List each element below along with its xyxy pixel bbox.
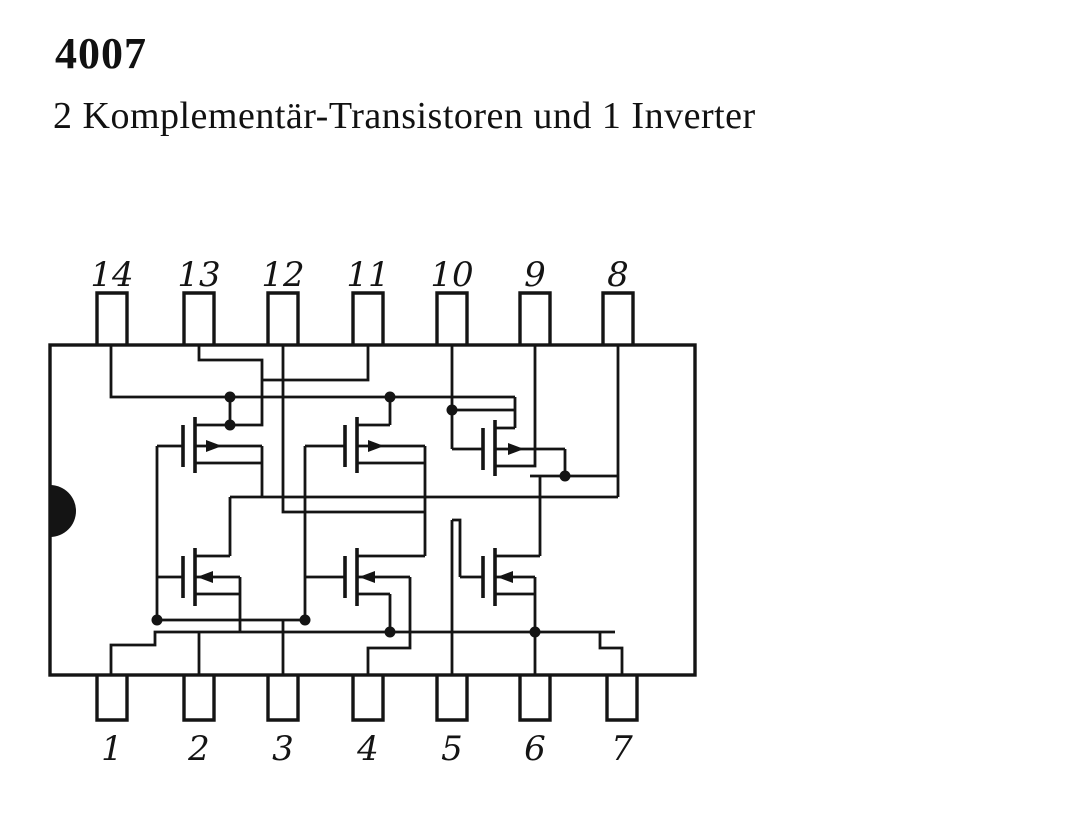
pin-label-2: 2 [187, 729, 210, 769]
page-title: 2 Komplementär-Transistoren und 1 Invert… [53, 95, 756, 137]
pin10-wire [450, 345, 515, 451]
pin11-wire [262, 345, 370, 382]
pin-7 [605, 675, 639, 722]
pin-10 [435, 291, 469, 345]
junction-dot [224, 419, 236, 431]
pin-12 [266, 291, 300, 345]
bottom-pins [95, 675, 639, 722]
junction-dot [299, 614, 311, 626]
pin-label-14: 14 [90, 255, 133, 295]
junction-dot [224, 391, 236, 403]
pin13-wire [197, 345, 264, 427]
wire [195, 397, 232, 427]
pin-4 [351, 675, 385, 722]
pin4-wire [357, 575, 412, 675]
wire [495, 447, 567, 476]
wire [357, 592, 392, 632]
pmos-3-arrow-icon [508, 443, 524, 455]
junction-dot [384, 626, 396, 638]
pin-label-4: 4 [356, 729, 379, 769]
nmos-2-arrow-icon [359, 571, 375, 583]
pin-8 [601, 291, 635, 345]
pin-label-3: 3 [272, 729, 294, 769]
pin-3 [266, 675, 300, 722]
wire [195, 575, 242, 632]
vss-bus-wire [109, 630, 615, 675]
top-pins [95, 291, 635, 345]
pin-label-9: 9 [524, 255, 546, 295]
pmos-2-arrow-icon [368, 440, 384, 452]
pin-label-12: 12 [261, 255, 304, 295]
pin-label-8: 8 [607, 255, 629, 295]
gate-bus-2-wire [157, 444, 345, 675]
bottom-pin-labels: 1 2 3 4 5 6 7 [101, 729, 633, 769]
pin-label-6: 6 [524, 729, 546, 769]
pin-11 [351, 291, 385, 345]
junction-dot [151, 614, 163, 626]
wire [495, 575, 537, 632]
junction-dot [384, 391, 396, 403]
nmos-3-arrow-icon [497, 571, 513, 583]
pin9-wire [495, 345, 537, 468]
pin-label-11: 11 [346, 255, 389, 295]
pin12-wire [281, 345, 425, 514]
junction-dot [446, 404, 458, 416]
junction-dot [559, 470, 571, 482]
pin-label-5: 5 [441, 729, 463, 769]
wire [495, 476, 542, 558]
pin-1 [95, 675, 129, 722]
vdd-bus-wire [109, 345, 515, 399]
pin1-notch [50, 485, 76, 537]
internal-wiring [109, 345, 624, 675]
junction-dots [151, 391, 571, 638]
top-pin-labels: 14 13 12 11 10 9 8 [90, 255, 628, 295]
pin-2 [182, 675, 216, 722]
transistor-arrows [197, 440, 524, 583]
pin-label-10: 10 [430, 255, 473, 295]
gate-bus-1-wire [155, 444, 183, 620]
junction-dot [529, 626, 541, 638]
wire [495, 397, 517, 430]
wire [357, 397, 392, 427]
pin-label-13: 13 [177, 255, 220, 295]
wire [195, 444, 264, 497]
pin-14 [95, 291, 129, 345]
wire [195, 497, 232, 558]
wire [357, 444, 427, 556]
pin-9 [518, 291, 552, 345]
pin-6 [518, 675, 552, 722]
transistors [181, 417, 497, 606]
pin7-wire [598, 632, 624, 675]
nmos-1-arrow-icon [197, 571, 213, 583]
pin5-wire [450, 518, 483, 675]
pin-13 [182, 291, 216, 345]
pin-5 [435, 675, 469, 722]
ic-body [48, 343, 697, 677]
pin-label-7: 7 [611, 729, 633, 769]
pmos-1-arrow-icon [206, 440, 222, 452]
part-number: 4007 [55, 29, 147, 78]
pin-label-1: 1 [101, 729, 123, 769]
